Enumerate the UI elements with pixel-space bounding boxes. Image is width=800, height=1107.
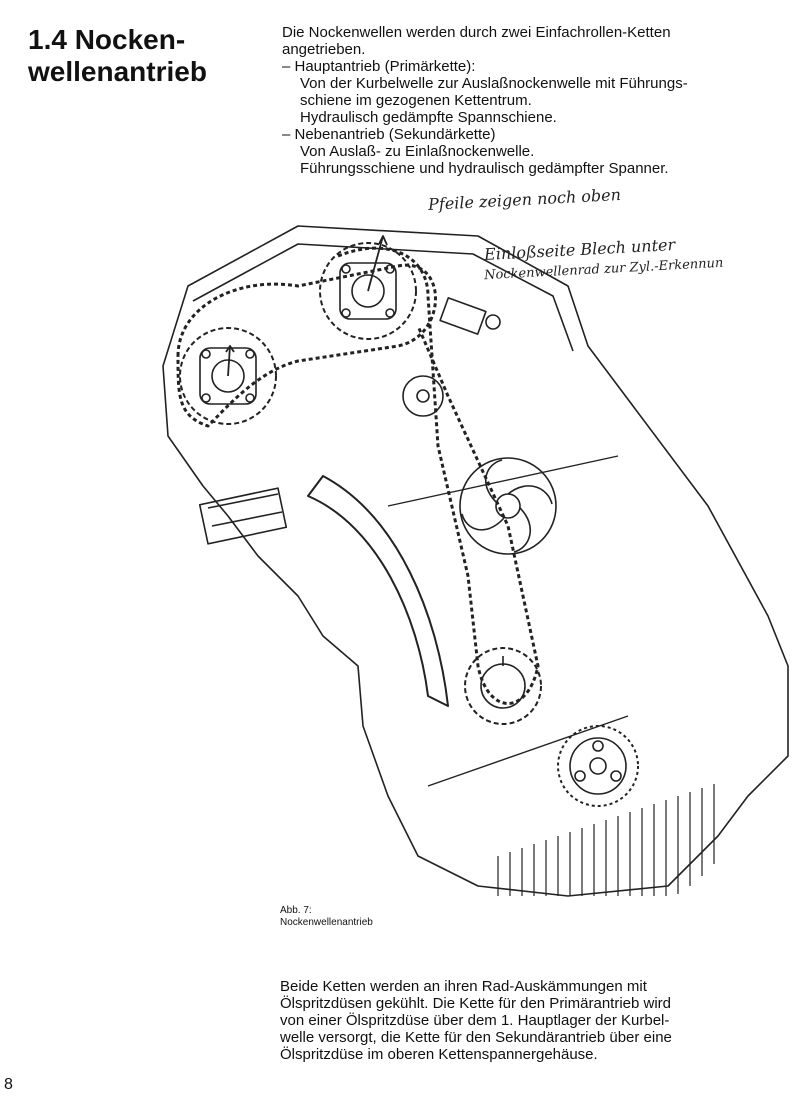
figure-caption-title: Nockenwellenantrieb — [280, 917, 373, 928]
body-line: Ölspritzdüse im oberen Kettenspannergehä… — [280, 1046, 598, 1063]
body-line: Beide Ketten werden an ihren Rad-Auskämm… — [280, 978, 647, 995]
intro-line: Die Nockenwellen werden durch zwei Einfa… — [282, 24, 671, 41]
intro-line: angetrieben. — [282, 41, 366, 58]
housing-inner-line — [192, 243, 574, 352]
intro-line: Von der Kurbelwelle zur Auslaßnockenwell… — [300, 75, 688, 92]
intro-list-item-primary: – Hauptantrieb (Primärkette): — [282, 58, 476, 75]
section-line — [387, 455, 619, 507]
intro-line: Hydraulisch gedämpfte Spannschiene. — [300, 109, 557, 126]
intro-line: Von Auslaß- zu Einlaßnockenwelle. — [300, 143, 535, 160]
figure-caption: Abb. 7: Nockenwellenantrieb — [280, 905, 480, 929]
camshaft-drive-drawing — [162, 225, 789, 897]
section-line — [427, 715, 629, 787]
bolt-boss — [416, 389, 430, 403]
page-number: 8 — [4, 1076, 13, 1093]
body-paragraph: Beide Ketten werden an ihren Rad-Auskämm… — [280, 978, 770, 1063]
housing-outline — [162, 225, 789, 897]
intro-line: schiene im gezogenen Kettentrum. — [300, 92, 532, 109]
water-pump — [459, 457, 557, 555]
oil-pump-gear — [557, 725, 639, 807]
body-line: von einer Ölspritzdüse über dem 1. Haupt… — [280, 1012, 670, 1029]
intro-paragraph: Die Nockenwellen werden durch zwei Einfa… — [282, 24, 762, 177]
body-line: Ölspritzdüsen gekühlt. Die Kette für den… — [280, 995, 672, 1012]
exhaust-camshaft-sprocket — [319, 242, 417, 340]
intro-line: Führungsschiene und hydraulisch gedämpft… — [300, 160, 669, 177]
oil-filter-housing — [198, 487, 288, 545]
section-heading-line-1: 1.4 Nocken- — [28, 24, 186, 55]
section-heading-line-2: wellenantrieb — [28, 56, 207, 87]
section-heading: 1.4 Nocken- wellenantrieb — [28, 24, 238, 88]
timing-arrow — [225, 235, 388, 377]
primary-chain — [337, 246, 540, 705]
body-line: welle versorgt, die Kette für den Sekund… — [280, 1029, 672, 1046]
bolt-boss — [402, 375, 444, 417]
crankshaft-sprocket — [464, 647, 542, 725]
figure-caption-number: Abb. 7: — [280, 905, 312, 916]
secondary-chain — [176, 263, 437, 428]
oil-pan-fins — [497, 784, 715, 896]
guide-rail — [307, 475, 449, 707]
chain-tensioner — [439, 297, 501, 335]
intro-list-item-secondary: – Nebenantrieb (Sekundärkette) — [282, 126, 496, 143]
